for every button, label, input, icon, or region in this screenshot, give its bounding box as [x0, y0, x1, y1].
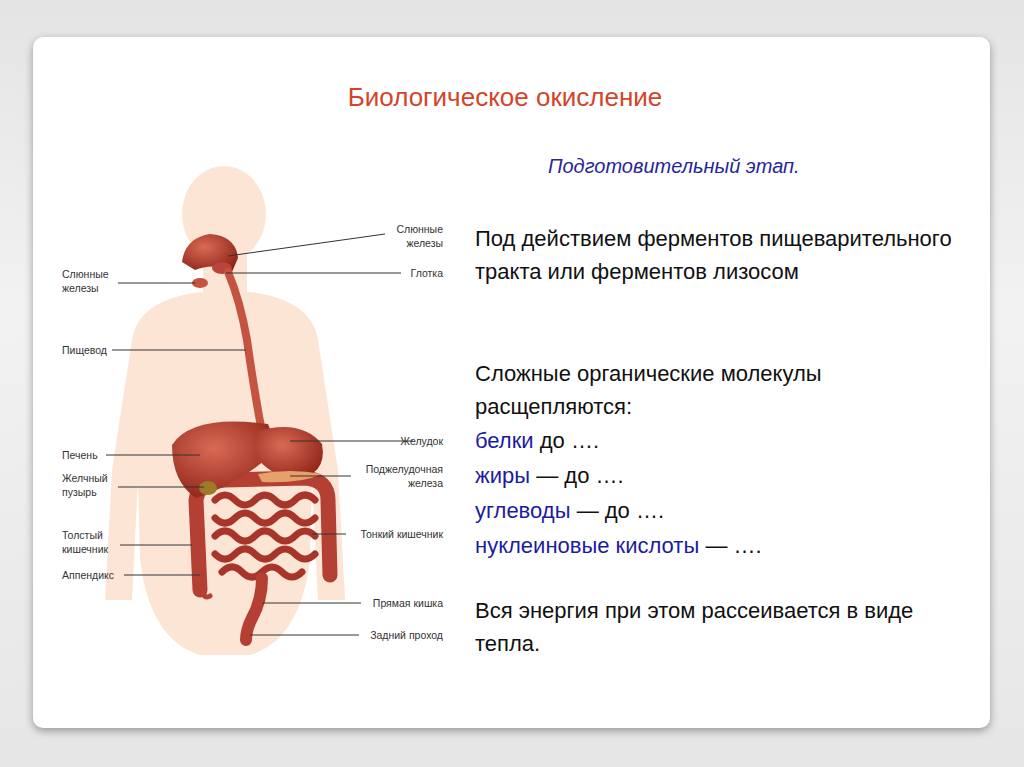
blank-answer: — ….	[705, 533, 761, 558]
organ-label: Желчный пузырь	[62, 471, 118, 499]
organ-label: Поджелудочная железа	[355, 462, 443, 490]
split-line: жиры— до ….	[475, 459, 624, 492]
molecule-term: белки	[475, 428, 534, 453]
organ-label: Тонкий кишечник	[360, 527, 443, 541]
split-line: белкидо ….	[475, 424, 599, 457]
organ-label: Слюнные железы	[383, 222, 443, 250]
slide-subtitle: Подготовительный этап.	[548, 155, 800, 178]
molecule-term: жиры	[475, 463, 530, 488]
body-text: Сложные органические молекулы расщепляют…	[475, 357, 980, 423]
molecule-term: нуклеиновые кислоты	[475, 533, 699, 558]
split-line: нуклеиновые кислоты— ….	[475, 529, 762, 562]
molecule-term: углеводы	[475, 498, 570, 523]
organ-label: Слюнные железы	[62, 267, 120, 295]
blank-answer: до ….	[540, 428, 599, 453]
organ-label: Прямая кишка	[373, 596, 443, 610]
organ-label: Глотка	[411, 266, 443, 280]
split-line: углеводы — до ….	[475, 494, 664, 527]
blank-answer: — до ….	[577, 498, 664, 523]
organ-label: Печень	[62, 448, 98, 462]
slide-title: Биологическое окисление	[348, 82, 663, 113]
body-text: Под действием ферментов пищеварительного…	[475, 222, 980, 288]
organ-label: Пищевод	[62, 343, 107, 357]
blank-answer: — до ….	[536, 463, 623, 488]
body-text: Вся энергия при этом рассеивается в виде…	[475, 594, 980, 660]
organ-label: Аппендикс	[62, 568, 114, 582]
organ-label: Желудок	[400, 434, 443, 448]
organ-label: Толстый кишечник	[62, 528, 120, 556]
organ-label: Задний проход	[370, 628, 443, 642]
